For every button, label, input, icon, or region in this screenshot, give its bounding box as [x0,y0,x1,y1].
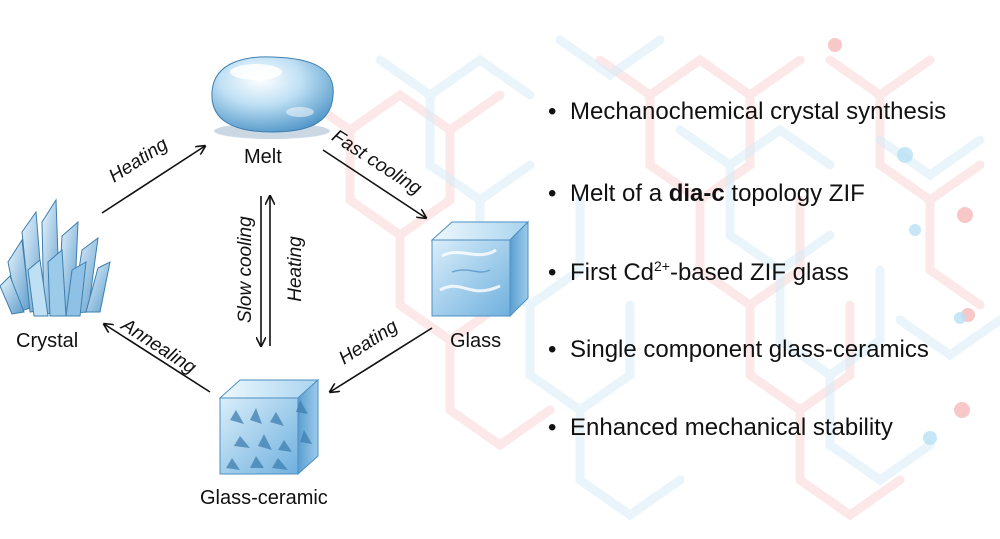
crystal-cluster-image [0,198,111,317]
label-slow-cooling: Slow cooling [235,216,256,323]
label-crystal: Crystal [16,330,79,352]
glass-ceramic-cube-image [218,378,320,476]
arrow-glass-to-glass-ceramic [330,327,433,392]
bullet-mechanochemical: •Mechanochemical crystal synthesis [548,98,947,125]
label-glass-ceramic: Glass-ceramic [200,487,328,509]
arrow-glass-ceramic-to-crystal [104,324,211,393]
label-melt: Melt [244,146,282,168]
melt-droplet-image [211,56,334,139]
label-heating-vertical: Heating [285,236,306,302]
label-glass: Glass [450,330,502,352]
framework-background [295,35,1000,521]
arrow-melt-to-glass [322,149,426,218]
glass-cube-image [430,220,530,318]
bullet-cd-glass: •First Cd2+-based ZIF glass [548,258,849,286]
bullet-mechanical-stability: •Enhanced mechanical stability [548,414,893,441]
arrow-crystal-to-melt [101,146,205,214]
bullet-melt-dia-c: •Melt of a dia-c topology ZIF [548,180,865,207]
bullet-glass-ceramics: •Single component glass-ceramics [548,336,929,363]
